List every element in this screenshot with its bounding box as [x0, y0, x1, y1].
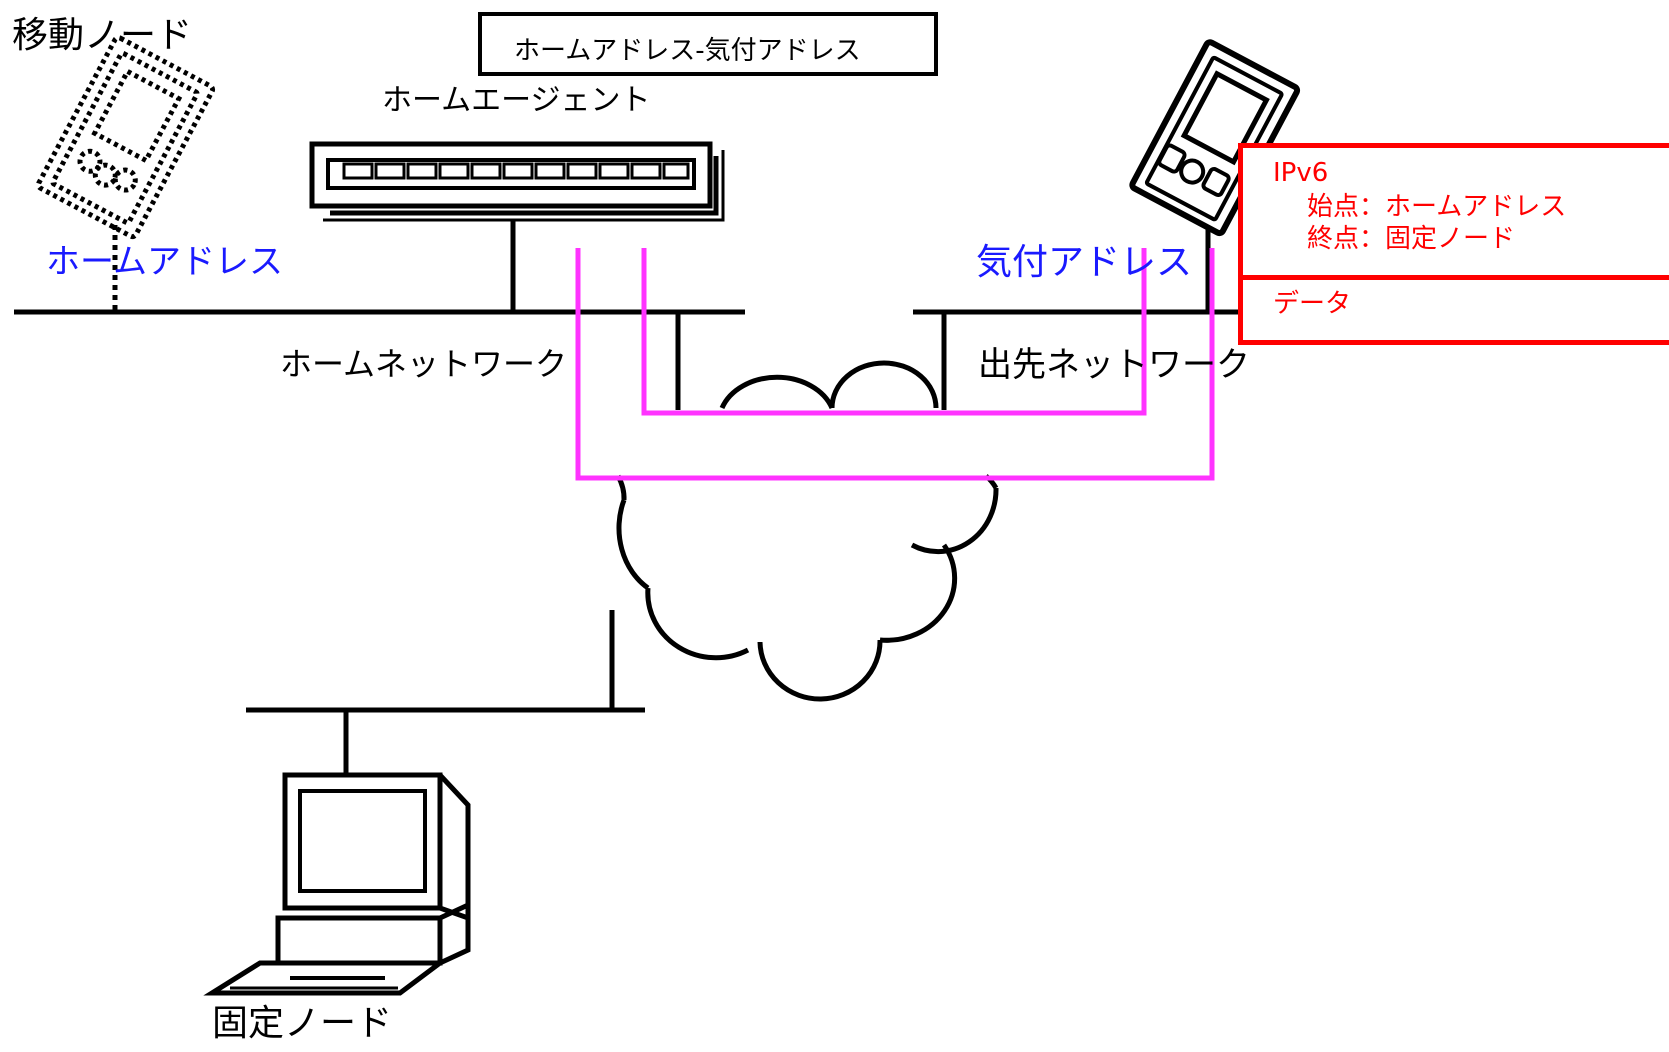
binding-label: ホームアドレス-気付アドレス [514, 30, 861, 67]
care-of-address-label: 気付アドレス [976, 245, 1192, 281]
home-agent-label: ホームエージェント [382, 86, 651, 116]
computer-icon [212, 775, 468, 993]
binding-cache-box: ホームアドレス-気付アドレス [478, 12, 938, 76]
packet-source: 始点：ホームアドレス [1307, 194, 1566, 220]
packet-payload: データ [1273, 291, 1351, 317]
correspondent-node-label: 固定ノード [212, 1006, 392, 1042]
mobile-node-ghost-icon [37, 36, 214, 238]
ipv6-packet: IPv6 始点：ホームアドレス 終点：固定ノード データ [1238, 143, 1669, 345]
foreign-network-label: 出先ネットワーク [978, 348, 1250, 382]
network-lines [14, 215, 1240, 775]
home-address-label: ホームアドレス [46, 245, 283, 279]
router-icon [312, 144, 723, 220]
home-network-label: ホームネットワーク [280, 348, 567, 380]
packet-header-title: IPv6 [1273, 160, 1328, 186]
packet-destination: 終点：固定ノード [1307, 226, 1515, 252]
packet-divider [1243, 275, 1669, 280]
mobile-node-label: 移動ノード [12, 18, 192, 54]
